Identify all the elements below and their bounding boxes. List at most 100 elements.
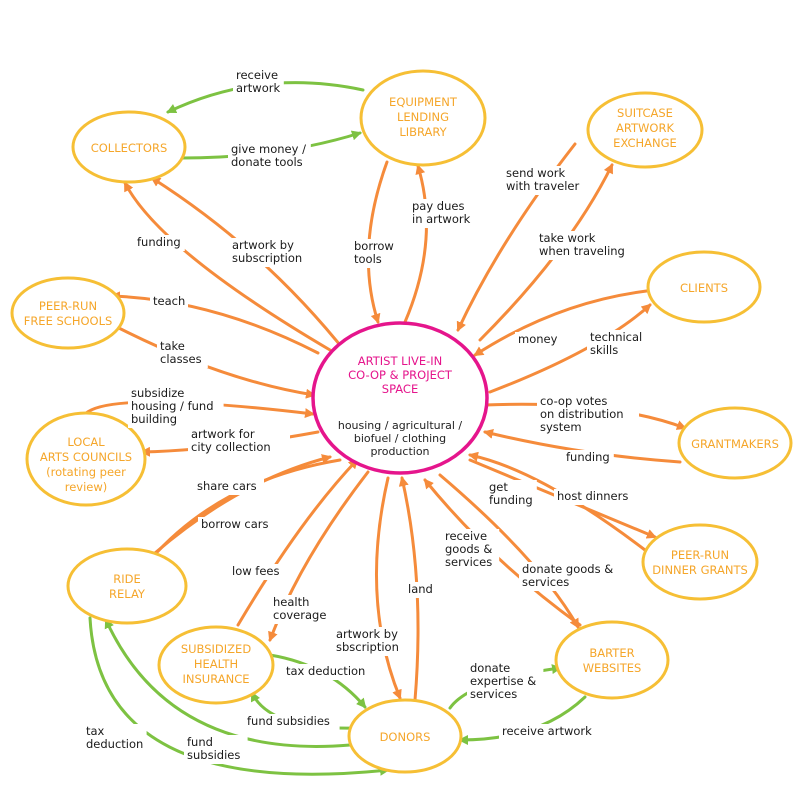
arrow-label-line: borrow <box>354 239 394 253</box>
node-label-line: DINNER GRANTS <box>652 563 748 577</box>
arrow-label-background <box>188 427 290 456</box>
arrow-label-center-to-peer-run-dinner-grants: host dinners <box>554 489 637 505</box>
node-label-line: GRANTMAKERS <box>691 437 779 451</box>
arrow-label-line: subscription <box>232 251 302 265</box>
node-label-line: CLIENTS <box>680 281 728 295</box>
node-label-line: ARTS COUNCILS <box>40 450 132 464</box>
arrow-label-line: share cars <box>197 479 257 493</box>
node-label-line: EXCHANGE <box>613 136 677 150</box>
arrow-label-line: system <box>540 420 582 434</box>
arrow-label-background <box>150 294 188 310</box>
arrow-label-ride-relay-to-center: share cars <box>194 479 264 495</box>
arrow-labels-layer: receive artwork give money /donate tools fu… <box>83 68 651 764</box>
arrow-label-line: housing / fund <box>131 399 214 413</box>
arrow-label-barter-websites-to-donors: receive artwork <box>499 724 601 740</box>
arrow-label-line: services <box>522 575 569 589</box>
arrow-label-collectors-to-equipment-lending-library: give money /donate tools <box>228 142 311 171</box>
arrow-label-line: borrow cars <box>201 517 269 531</box>
arrow-label-background <box>536 231 632 260</box>
arrow-subsidized-health-insurance-to-center <box>236 458 359 627</box>
arrow-label-line: receive <box>445 529 487 543</box>
arrow-label-background <box>537 394 639 436</box>
arrow-label-line: in artwork <box>412 212 471 226</box>
node-label-line: LIBRARY <box>399 125 447 139</box>
node-outline <box>641 523 759 601</box>
arrow-label-line: skills <box>590 343 618 357</box>
arrow-label-line: money <box>518 332 558 346</box>
center-body-line: biofuel / clothing <box>354 432 446 445</box>
arrow-label-line: goods & <box>445 542 492 556</box>
node-outline <box>646 250 762 324</box>
arrow-label-line: services <box>445 555 492 569</box>
arrow-label-background <box>519 562 615 591</box>
center-title-line: ARTIST LIVE-IN <box>358 354 443 368</box>
arrow-label-background <box>194 479 264 495</box>
arrow-peer-run-free-schools-to-center <box>111 323 316 399</box>
arrow-label-background <box>409 199 479 228</box>
arrow-label-grantmakers-to-center: funding <box>563 450 614 466</box>
center-node-outline <box>311 321 489 475</box>
node-label-line: LENDING <box>397 110 449 124</box>
arrow-center-to-clients <box>488 303 652 394</box>
arrow-label-line: classes <box>160 352 202 366</box>
node-outline <box>677 406 793 480</box>
arrow-label-line: city collection <box>191 440 271 454</box>
arrow-label-line: give money / <box>231 142 306 156</box>
node-outline <box>10 276 126 350</box>
arrow-label-line: with traveler <box>506 179 579 193</box>
arrow-label-line: tax <box>86 724 105 738</box>
arrow-label-line: donate tools <box>231 155 303 169</box>
arrow-label-line: subsidies <box>187 748 240 762</box>
node-label-line: RIDE <box>113 572 141 586</box>
arrow-label-line: artwork by <box>336 627 398 641</box>
arrow-label-line: sbscription <box>336 640 399 654</box>
arrow-label-background <box>554 489 637 505</box>
node-label-line: COLLECTORS <box>91 141 168 155</box>
arrow-label-center-to-ride-relay: borrow cars <box>198 517 275 533</box>
arrow-label-line: funding <box>489 493 533 507</box>
arrow-label-background <box>587 330 651 359</box>
node-grantmakers: GRANTMAKERS <box>677 406 793 480</box>
node-clients: CLIENTS <box>646 250 762 324</box>
arrow-label-background <box>157 339 208 368</box>
arrow-label-background <box>233 68 284 97</box>
arrow-label-line: fund <box>187 735 213 749</box>
node-label-line: (rotating peer <box>46 465 126 479</box>
node-label-line: INSURANCE <box>182 672 249 686</box>
arrow-label-center-to-barter-websites: donate goods &services <box>519 562 615 591</box>
arrow-label-line: send work <box>506 166 565 180</box>
node-outline <box>66 547 188 625</box>
center-title-line: SPACE <box>382 382 418 396</box>
arrow-label-line: donate goods & <box>522 562 613 576</box>
arrow-peer-run-dinner-grants-to-center <box>468 451 647 552</box>
arrow-ride-relay-to-donors <box>88 616 390 776</box>
node-outline <box>347 698 463 774</box>
arrow-label-background <box>467 661 544 703</box>
node-label-line: PEER-RUN <box>39 299 97 313</box>
arrow-label-background <box>563 450 614 466</box>
arrow-label-line: take <box>160 339 185 353</box>
arrow-center-to-collectors <box>123 181 332 352</box>
arrow-label-background <box>229 564 287 580</box>
arrow-label-line: funding <box>137 235 181 249</box>
arrow-label-line: subsidize <box>131 386 184 400</box>
arrow-label-line: technical <box>590 330 642 344</box>
arrow-label-line: artwork <box>236 81 280 95</box>
arrow-label-background <box>270 595 328 624</box>
arrow-label-line: co-op votes <box>540 394 607 408</box>
arrow-label-background <box>515 332 553 348</box>
arrow-label-background <box>486 480 537 509</box>
